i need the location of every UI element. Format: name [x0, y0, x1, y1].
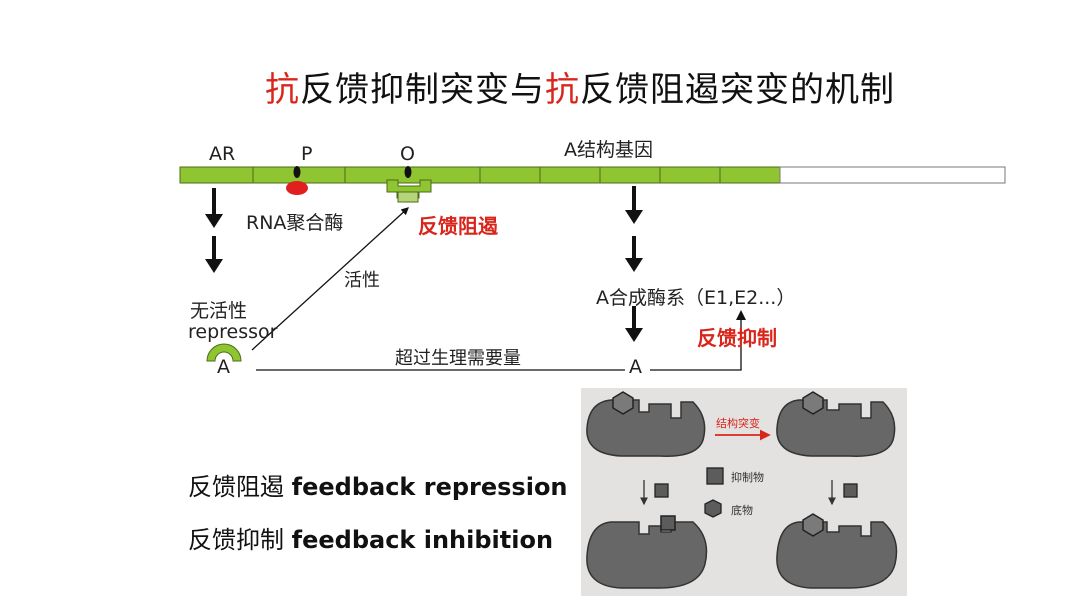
rna-polymerase-shape — [286, 181, 308, 195]
excess-need-label: 超过生理需要量 — [395, 348, 521, 369]
structural-gene-arrows — [625, 186, 643, 342]
title-text-1: 反馈抑制突变与 — [300, 70, 545, 110]
feedback-inhibition-label: 反馈抑制 — [697, 326, 777, 350]
inactive-label: 无活性 — [190, 300, 248, 322]
free-substrate-hexagon — [704, 499, 722, 518]
legend-feedback-repression: 反馈阻遏 feedback repression — [188, 467, 568, 502]
ar-gene-label: AR — [209, 143, 236, 165]
legend-repression-cn: 反馈阻遏 — [188, 473, 284, 501]
inhibitor-square-right — [843, 483, 858, 498]
title-prefix-1: 抗 — [265, 70, 300, 110]
rna-polymerase-label: RNA聚合酶 — [246, 212, 344, 234]
feedback-repression-label: 反馈阻遏 — [418, 214, 498, 238]
ar-transcription-arrows — [205, 188, 223, 273]
active-label: 活性 — [344, 270, 380, 291]
structural-gene-label: A结构基因 — [564, 139, 653, 161]
inactive-repressor-shape — [206, 343, 242, 362]
enzyme-bottom-right — [776, 513, 898, 589]
structural-mutation-label: 结构突变 — [716, 417, 760, 430]
active-repressor-shape — [386, 179, 432, 203]
promoter-label: P — [301, 143, 313, 165]
inactive-repressor-a: A — [217, 356, 230, 378]
inhibitor-square-left — [654, 483, 669, 498]
feedback-inhibition-arrow — [650, 310, 746, 371]
product-a-label: A — [629, 356, 642, 378]
title-prefix-2: 抗 — [545, 70, 580, 110]
legend-inhibition-cn: 反馈抑制 — [188, 526, 284, 554]
operator-label: O — [400, 143, 415, 165]
inhibitor-label: 抑制物 — [731, 471, 764, 484]
legend-feedback-inhibition: 反馈抑制 feedback inhibition — [188, 520, 553, 555]
legend-repression-en: feedback repression — [291, 473, 568, 501]
enzyme-top-right — [776, 391, 896, 457]
legend-inhibition-en: feedback inhibition — [291, 526, 554, 554]
enzyme-system-label: A合成酶系（E1,E2...） — [596, 287, 796, 309]
dna-strand — [179, 166, 1006, 184]
page-title: 抗反馈抑制突变与抗反馈阻遏突变的机制 — [265, 62, 895, 111]
free-inhibitor-square — [706, 467, 724, 485]
enzyme-bottom-left — [586, 515, 708, 589]
promoter-site-marker — [293, 166, 301, 178]
enzyme-mutation-photo: 结构突变 抑制物 底物 — [581, 388, 907, 596]
enzyme-top-left — [586, 391, 706, 457]
substrate-label: 底物 — [731, 504, 753, 517]
repressor-label: repressor — [188, 321, 278, 343]
activation-arrow — [251, 207, 409, 351]
title-text-2: 反馈阻遏突变的机制 — [580, 70, 895, 110]
operator-site-marker — [404, 166, 412, 178]
